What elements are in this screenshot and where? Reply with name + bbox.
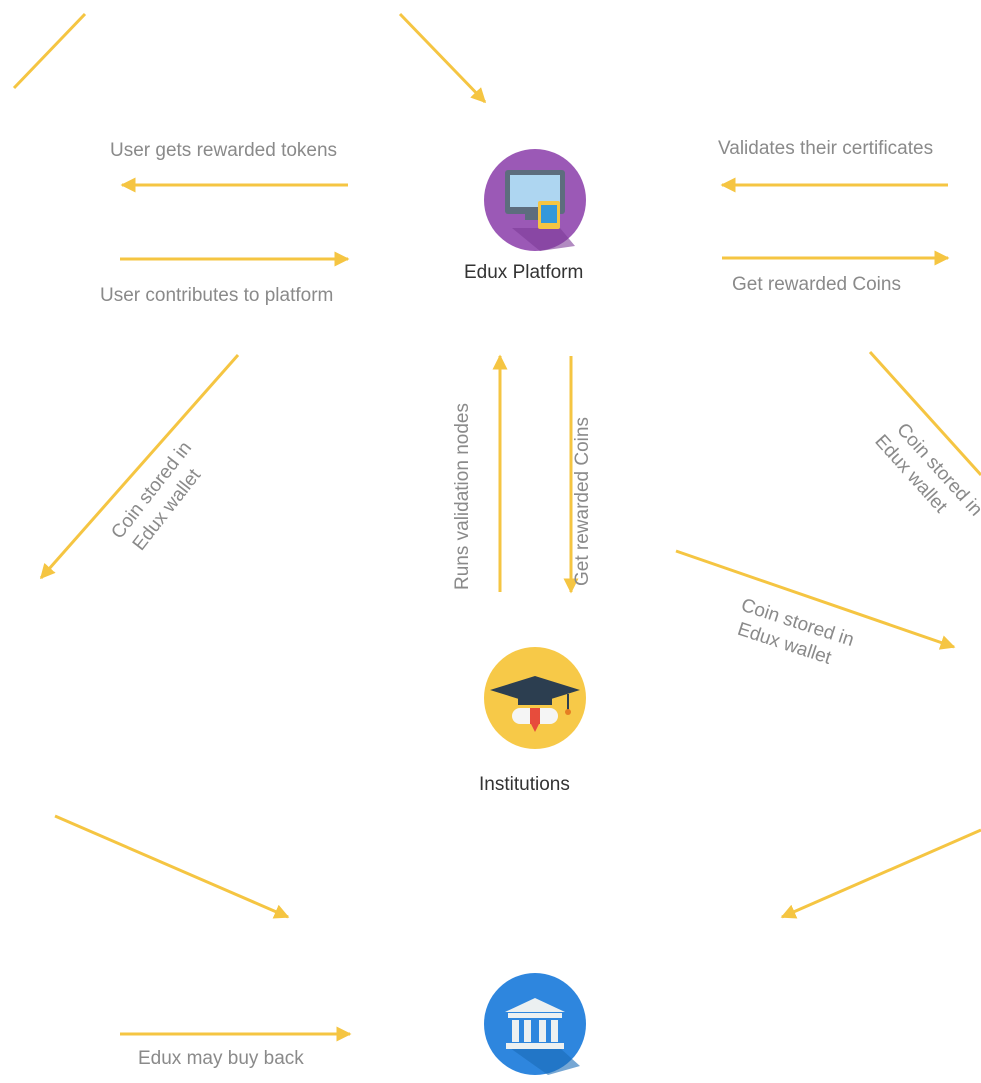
bank-node[interactable] xyxy=(484,973,586,1075)
label-user-contributes: User contributes to platform xyxy=(100,285,333,306)
label-get-coins-vertical: Get rewarded Coins xyxy=(572,417,593,586)
label-buy-back: Edux may buy back xyxy=(138,1048,304,1069)
arrow-coin-mid xyxy=(675,549,956,650)
arrow-coin-left xyxy=(39,354,240,580)
label-get-coins-right: Get rewarded Coins xyxy=(732,274,901,295)
platform-shadow xyxy=(512,228,575,251)
arrow-top-to-platform xyxy=(398,12,487,104)
arrow-bottom-right xyxy=(780,828,981,919)
label-user-rewarded: User gets rewarded tokens xyxy=(110,140,337,161)
platform-label: Edux Platform xyxy=(464,262,583,283)
label-validates: Validates their certificates xyxy=(718,138,933,159)
label-runs-nodes: Runs validation nodes xyxy=(452,403,473,590)
graduation-cap-diploma-icon xyxy=(490,676,580,732)
arrow-top-left-partial xyxy=(12,12,87,90)
bank-building-icon xyxy=(505,998,565,1049)
arrow-coin-right xyxy=(868,350,981,477)
computer-device-icon xyxy=(505,170,565,229)
institutions-label: Institutions xyxy=(479,774,570,795)
institutions-node[interactable]: Institutions xyxy=(479,647,586,795)
platform-node[interactable]: Edux Platform xyxy=(464,149,586,283)
arrow-bottom-left xyxy=(54,814,290,919)
bank-shadow xyxy=(510,1048,580,1075)
